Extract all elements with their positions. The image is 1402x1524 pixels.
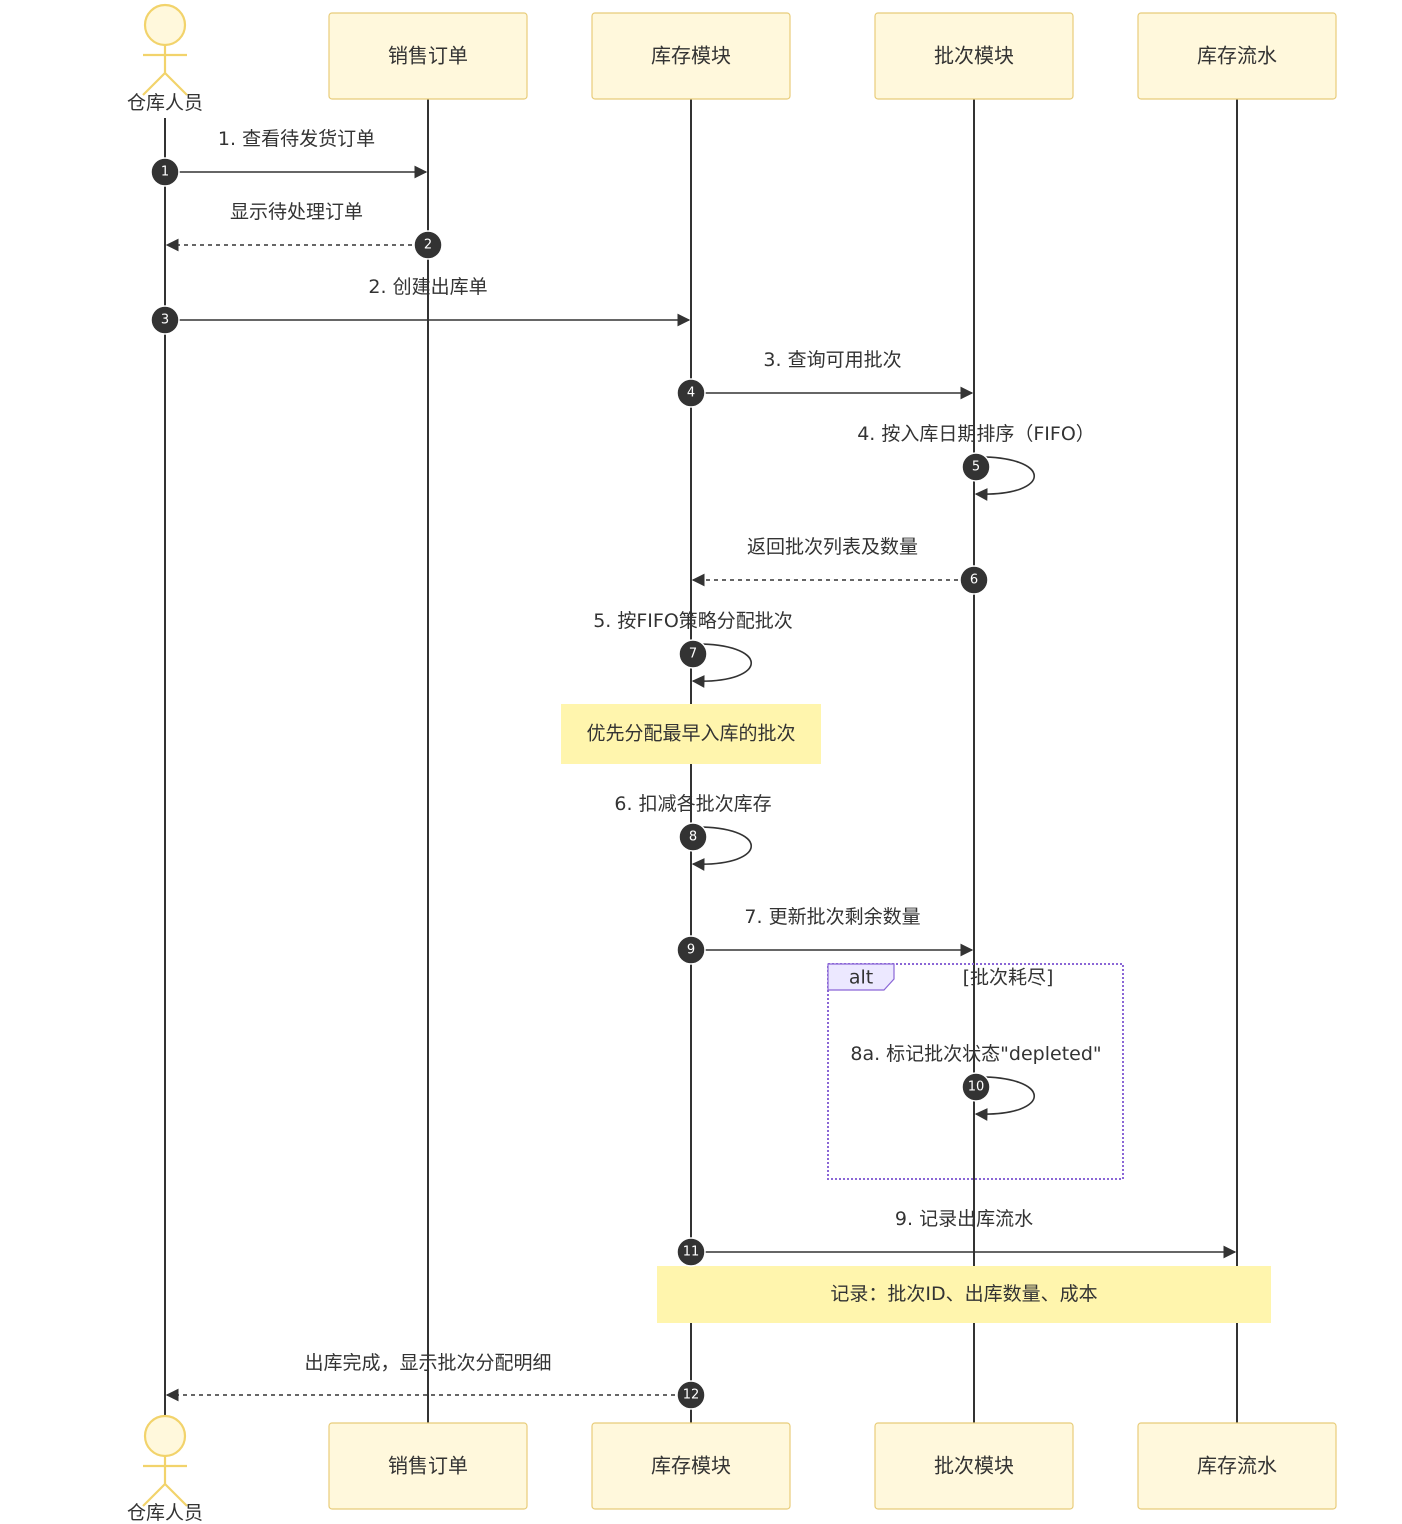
sequence-number: 9 — [687, 943, 695, 958]
message-8: 6. 扣减各批次库存 8 — [614, 793, 772, 871]
actor-label: 仓库人员 — [127, 1502, 203, 1524]
participant-ledger-bottom: 库存流水 — [1137, 1422, 1337, 1510]
message-12: 出库完成，显示批次分配明细 12 — [165, 1352, 706, 1410]
note: 记录：批次ID、出库数量、成本 — [657, 1266, 1271, 1323]
actor-body-icon — [142, 45, 188, 96]
participant-box — [1137, 1422, 1337, 1510]
sequence-number-badge — [676, 1380, 706, 1410]
sequence-number-badge — [678, 822, 708, 852]
message-9: 7. 更新批次剩余数量 9 — [676, 906, 974, 965]
message-3: 2. 创建出库单 3 — [150, 276, 691, 335]
alt-frame-border — [827, 963, 1124, 1180]
note-text: 优先分配最早入库的批次 — [586, 723, 795, 745]
message-label: 5. 按FIFO策略分配批次 — [593, 610, 793, 632]
participant-box — [1137, 12, 1337, 100]
message-label: 4. 按入库日期排序（FIFO） — [857, 423, 1095, 445]
message-11: 9. 记录出库流水 11 — [676, 1208, 1237, 1267]
sequence-number-badge — [676, 935, 706, 965]
sequence-number-badge — [676, 378, 706, 408]
participant-label: 销售订单 — [388, 44, 468, 68]
sequence-number-badge — [678, 639, 708, 669]
sequence-number: 2 — [424, 238, 432, 253]
participant-label: 库存流水 — [1197, 1454, 1277, 1478]
note-box — [657, 1266, 1271, 1323]
actor-warehouse-top: 仓库人员 — [127, 3, 203, 114]
sequence-number: 11 — [683, 1245, 700, 1260]
sequence-number: 3 — [161, 313, 169, 328]
sequence-number: 1 — [161, 165, 169, 180]
sequence-number: 7 — [689, 647, 697, 662]
participant-ledger-top: 库存流水 — [1137, 12, 1337, 100]
actor-head-icon — [143, 1414, 187, 1458]
message-10: 8a. 标记批次状态"depleted" 10 — [850, 1043, 1102, 1121]
participant-label: 库存流水 — [1197, 44, 1277, 68]
alt-tab — [827, 963, 895, 991]
message-6: 返回批次列表及数量 6 — [691, 536, 989, 595]
sequence-number: 4 — [687, 386, 695, 401]
message-label: 1. 查看待发货订单 — [218, 128, 375, 150]
participant-label: 批次模块 — [934, 44, 1014, 68]
participant-box — [591, 12, 791, 100]
message-4: 3. 查询可用批次 4 — [676, 349, 974, 408]
participant-label: 销售订单 — [388, 1454, 468, 1478]
actor-label: 仓库人员 — [127, 92, 203, 114]
participant-box — [874, 1422, 1074, 1510]
actor-body-icon — [142, 1456, 188, 1507]
sequence-number: 12 — [683, 1388, 700, 1403]
participant-batch-top: 批次模块 — [874, 12, 1074, 100]
self-message-arrow — [973, 1076, 1035, 1121]
sequence-number-badge — [150, 305, 180, 335]
sequence-number-badge — [961, 1072, 991, 1102]
participant-label: 批次模块 — [934, 1454, 1014, 1478]
alt-frame: alt [批次耗尽] — [827, 963, 1124, 1180]
message-label: 2. 创建出库单 — [368, 276, 487, 298]
participant-label: 库存模块 — [651, 44, 731, 68]
sequence-number-badge — [961, 452, 991, 482]
message-5: 4. 按入库日期排序（FIFO） 5 — [857, 423, 1095, 501]
participant-box — [328, 1422, 528, 1510]
self-message-arrow — [690, 826, 752, 871]
note: 优先分配最早入库的批次 — [561, 704, 821, 764]
actor-warehouse-bottom: 仓库人员 — [127, 1414, 203, 1524]
participant-sales-bottom: 销售订单 — [328, 1422, 528, 1510]
sequence-number: 5 — [972, 460, 980, 475]
sequence-number: 6 — [970, 573, 978, 588]
note-box — [561, 704, 821, 764]
alt-keyword: alt — [849, 967, 873, 989]
sequence-number-badge — [150, 157, 180, 187]
alt-condition: [批次耗尽] — [963, 967, 1054, 989]
participant-label: 库存模块 — [651, 1454, 731, 1478]
message-label: 出库完成，显示批次分配明细 — [304, 1352, 551, 1374]
message-7: 5. 按FIFO策略分配批次 7 — [593, 610, 793, 688]
participant-box — [874, 12, 1074, 100]
participant-batch-bottom: 批次模块 — [874, 1422, 1074, 1510]
actor-head-icon — [143, 3, 187, 47]
participant-box — [328, 12, 528, 100]
sequence-number: 8 — [689, 830, 697, 845]
participant-inventory-bottom: 库存模块 — [591, 1422, 791, 1510]
message-2: 显示待处理订单 2 — [165, 201, 443, 260]
participant-box — [591, 1422, 791, 1510]
sequence-number-badge — [413, 230, 443, 260]
message-label: 显示待处理订单 — [230, 201, 363, 223]
message-label: 9. 记录出库流水 — [895, 1208, 1033, 1230]
self-message-arrow — [690, 643, 752, 688]
message-label: 6. 扣减各批次库存 — [614, 793, 771, 815]
note-text: 记录：批次ID、出库数量、成本 — [830, 1283, 1097, 1305]
self-message-arrow — [973, 456, 1035, 501]
participant-inventory-top: 库存模块 — [591, 12, 791, 100]
sequence-number: 10 — [968, 1080, 985, 1095]
message-1: 1. 查看待发货订单 1 — [150, 128, 428, 187]
message-label: 返回批次列表及数量 — [747, 536, 918, 558]
message-label: 8a. 标记批次状态"depleted" — [850, 1043, 1101, 1065]
participant-sales-top: 销售订单 — [328, 12, 528, 100]
message-label: 7. 更新批次剩余数量 — [744, 906, 920, 928]
message-label: 3. 查询可用批次 — [763, 349, 901, 371]
sequence-number-badge — [959, 565, 989, 595]
sequence-number-badge — [676, 1237, 706, 1267]
